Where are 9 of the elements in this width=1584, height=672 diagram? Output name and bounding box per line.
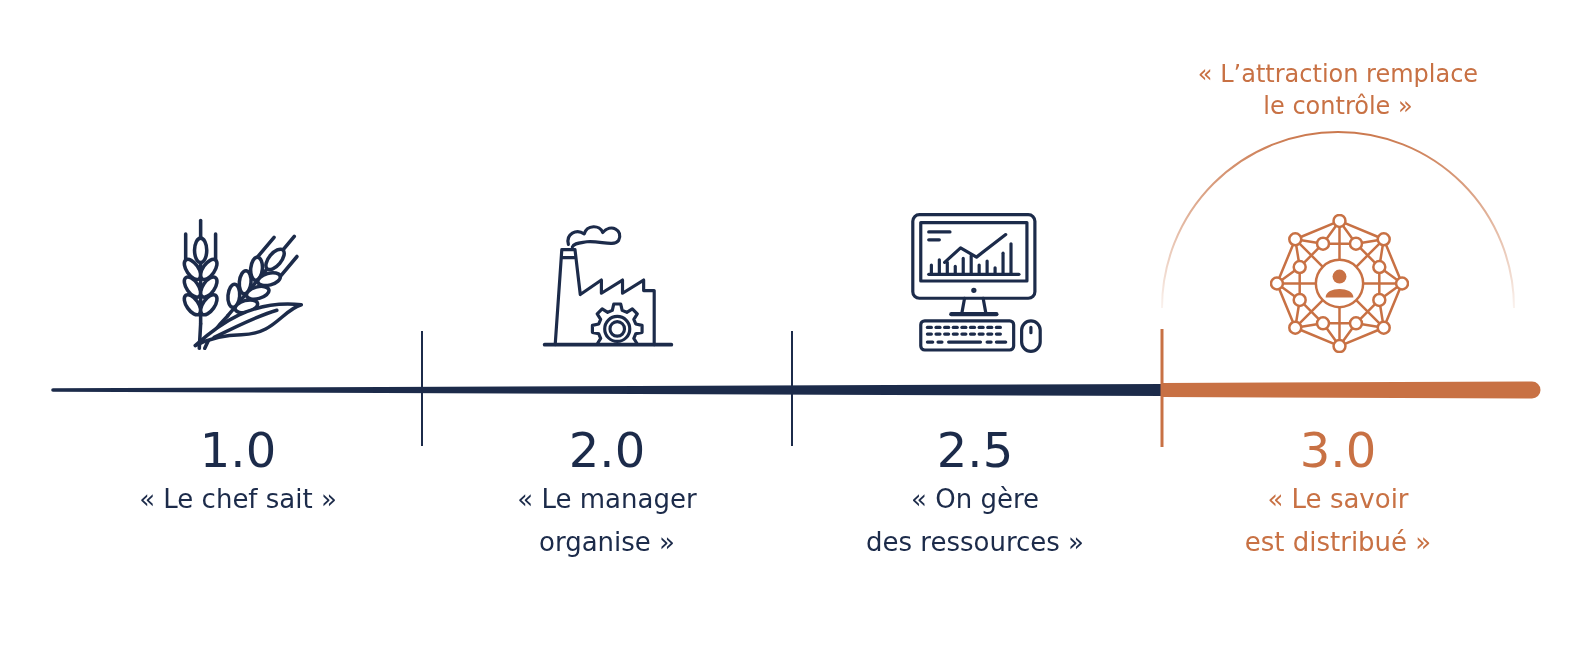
quote-text: « Le chef sait » xyxy=(139,483,337,516)
quote-text: « On gère des ressources » xyxy=(866,483,1084,559)
version-number: 3.0 xyxy=(1299,422,1377,478)
version-number: 2.5 xyxy=(936,422,1014,478)
version-number: 1.0 xyxy=(199,422,277,478)
quote-text: « Le savoir est distribué » xyxy=(1244,483,1432,559)
quote-text: « L’attraction remplace le contrôle » xyxy=(1197,59,1479,122)
version-number: 2.0 xyxy=(568,422,646,478)
quote-text: « Le manager organise » xyxy=(517,483,697,559)
